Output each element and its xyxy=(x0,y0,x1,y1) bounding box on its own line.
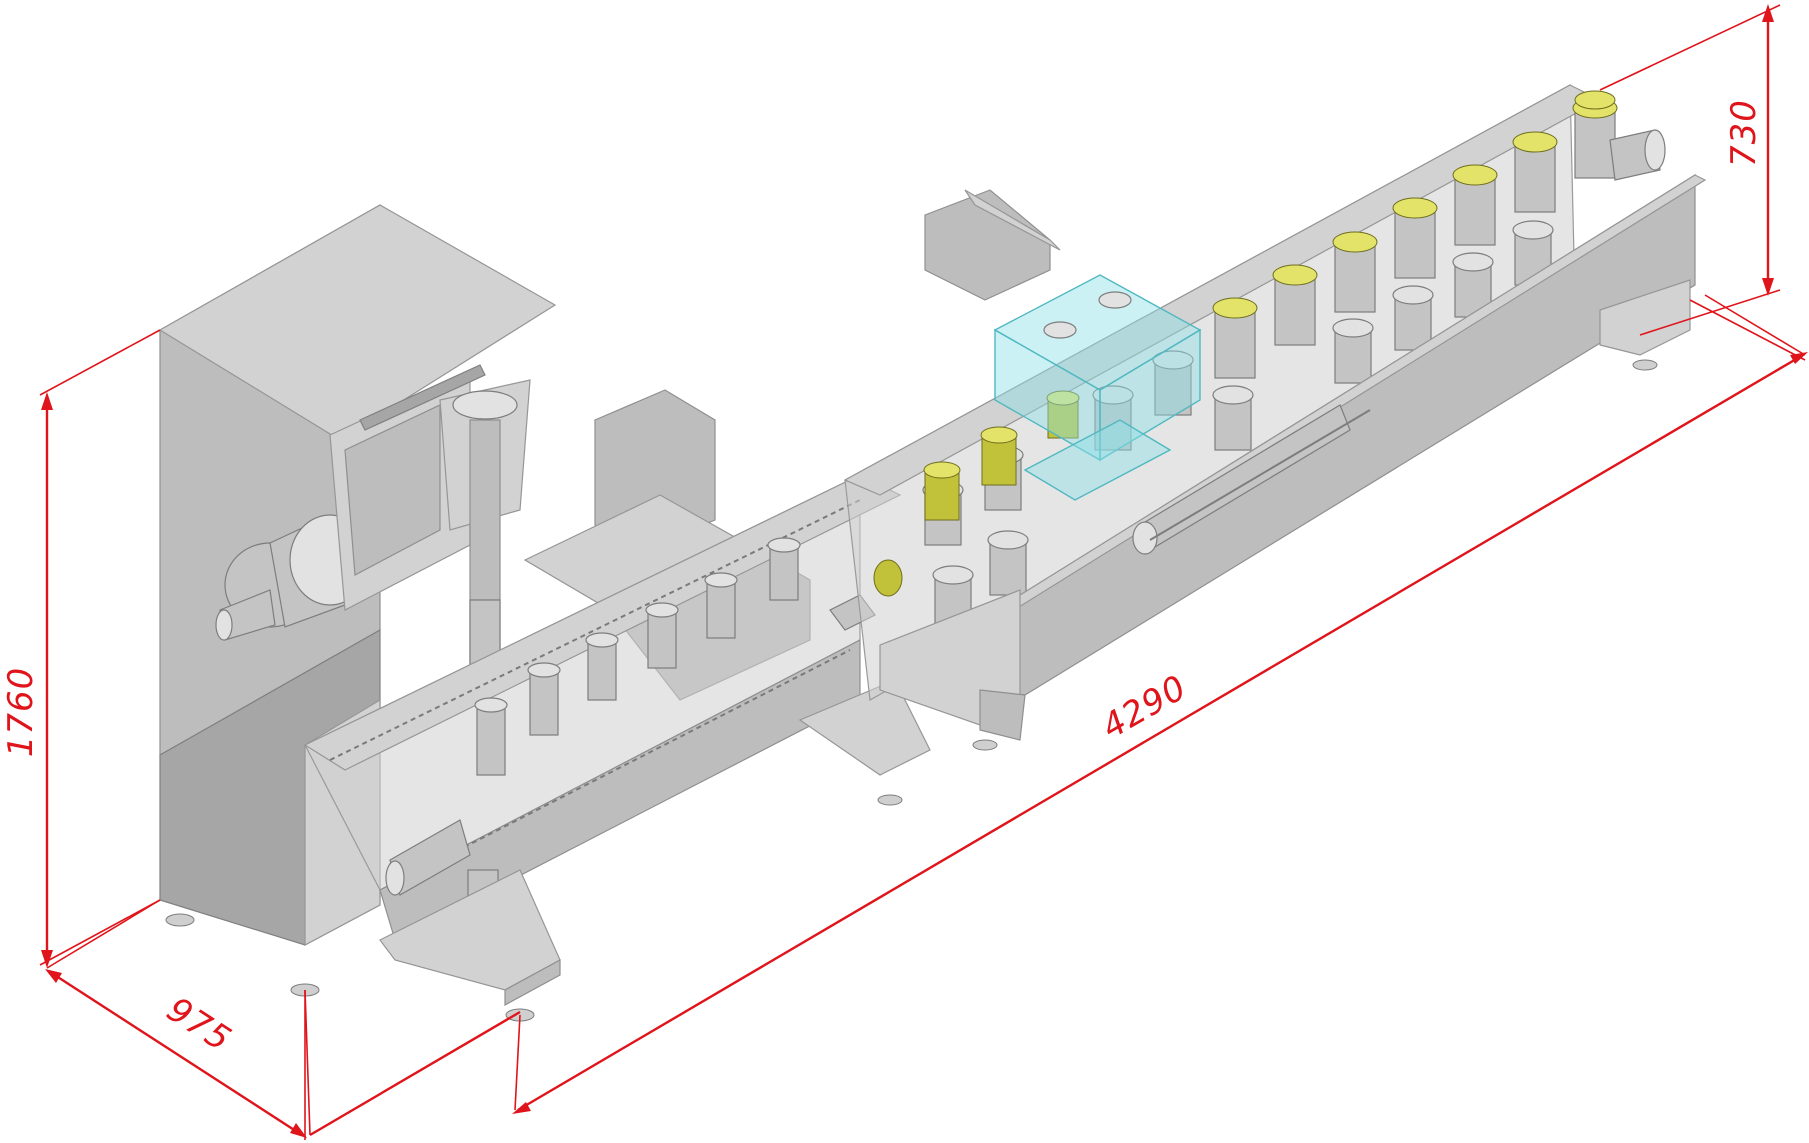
end-drive xyxy=(1574,90,1666,181)
length-label: 4290 xyxy=(1095,668,1193,748)
forming-column xyxy=(439,379,531,676)
upper-height-dimension: 730 xyxy=(1599,4,1806,356)
packaging-machine-illustration xyxy=(158,84,1707,1022)
height-label: 1760 xyxy=(1,667,41,758)
depth-dimension: 975 xyxy=(45,899,307,1140)
upper-height-label: 730 xyxy=(1724,99,1764,167)
infeed-pockets xyxy=(474,537,801,776)
infeed-conveyor xyxy=(303,474,902,941)
sealing-cups-back-row xyxy=(1212,97,1618,379)
sealing-line-base xyxy=(879,279,1691,751)
transparent-guard xyxy=(993,274,1202,501)
sealing-line-front-frame xyxy=(978,173,1707,696)
sealing-cups-yellow-entry xyxy=(873,390,1080,597)
upper-bracket xyxy=(924,189,1061,301)
film-dispenser-panel xyxy=(329,364,486,611)
height-dimension: 1760 xyxy=(1,329,161,968)
